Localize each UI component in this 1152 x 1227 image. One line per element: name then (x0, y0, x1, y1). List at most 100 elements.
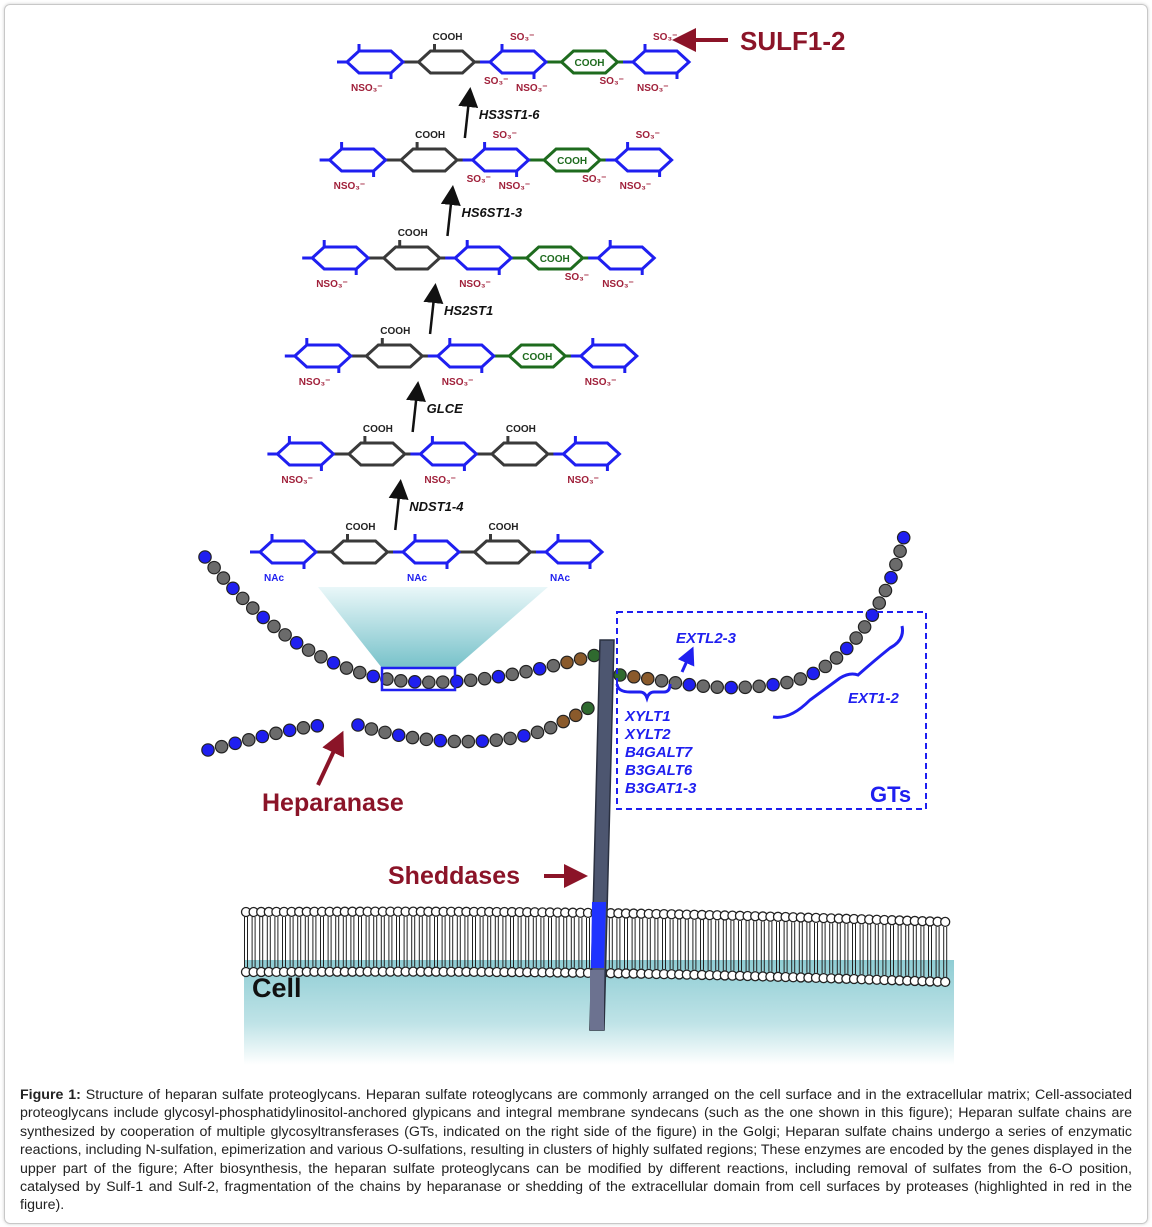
gts-label: GTs (870, 782, 911, 807)
iduronic-carboxyl-label: COOH (557, 156, 587, 167)
sugar-bead (366, 669, 381, 684)
n-substituent-label: NSO₃⁻ (602, 279, 634, 290)
gene-b4galt7: B4GALT7 (625, 744, 693, 761)
sugar-bead (391, 728, 406, 743)
sugar-ring-blue: SO₃⁻NSO₃⁻ (623, 32, 692, 94)
n-substituent-label: NSO₃⁻ (516, 83, 548, 94)
sugar-bead (806, 666, 821, 681)
cell-label: Cell (252, 973, 302, 1003)
heparanase-arrow (316, 730, 345, 786)
sugar-ring-blue: NSO₃⁻ (570, 338, 640, 388)
sugar-bead (587, 648, 601, 663)
lipid-head (940, 976, 951, 988)
extl-arrow (677, 646, 695, 673)
sulfate-label: SO₃⁻ (600, 76, 624, 87)
carboxyl-label: COOH (363, 424, 393, 435)
sugar-bead (314, 649, 328, 664)
sugar-bead (380, 672, 394, 686)
sugar-bead (267, 619, 281, 634)
sugar-ring-black: COOH (398, 130, 460, 173)
sugar-bead (517, 729, 531, 743)
sugar-bead (433, 733, 448, 748)
sugar-bead (893, 544, 907, 558)
sugar-bead (738, 680, 752, 695)
sugar-bead (780, 675, 794, 690)
sugar-bead (419, 732, 434, 747)
sugar-bead (865, 608, 880, 623)
sugar-ring-green: SO₃⁻COOH (524, 245, 589, 283)
sugar-ring-blue: SO₃⁻NSO₃⁻SO₃⁻ (462, 130, 531, 192)
sulfate-label: SO₃⁻ (510, 32, 534, 43)
sugar-bead (546, 658, 561, 673)
sugar-ring-black: COOH (472, 522, 533, 565)
sugar-bead (668, 676, 683, 690)
ext-label: EXT1-2 (848, 690, 900, 707)
enzyme-label: HS2ST1 (444, 303, 493, 318)
sugar-bead (228, 736, 242, 751)
sugar-bead (364, 722, 379, 736)
carboxyl-label: COOH (506, 424, 536, 435)
sugar-bead (435, 675, 450, 689)
heparanase-label: Heparanase (262, 789, 404, 817)
n-substituent-label: NSO₃⁻ (334, 181, 366, 192)
sugar-bead (543, 720, 558, 735)
sulf-label: SULF1-2 (740, 26, 845, 56)
figure-caption: Figure 1: Structure of heparan sulfate p… (20, 1086, 1132, 1215)
sugar-ring-blue: NSO₃⁻ (267, 436, 336, 486)
n-substituent-label: NAc (264, 573, 284, 584)
sugar-bead (378, 725, 392, 740)
n-substituent-label: NSO₃⁻ (499, 181, 531, 192)
sugar-ring-black: COOH (489, 424, 551, 467)
gene-b3gat1-3: B3GAT1-3 (625, 780, 697, 797)
n-substituent-label: NSO₃⁻ (620, 181, 652, 192)
sugar-ring-green: SO₃⁻COOH (541, 147, 606, 185)
sugar-bead (505, 667, 520, 682)
n-substituent-label: NSO₃⁻ (442, 377, 474, 388)
core-protein (589, 639, 615, 1031)
sugar-bead (556, 714, 571, 729)
sugar-bead (491, 669, 506, 684)
sugar-bead (878, 583, 893, 598)
reaction-arrow (406, 381, 426, 433)
enzyme-label: NDST1-4 (409, 499, 464, 514)
sugar-bead (489, 733, 504, 747)
sugar-ring-blue: NSO₃⁻ (319, 142, 388, 192)
sugar-ring-blue: NSO₃⁻ (588, 240, 657, 290)
sugar-bead (793, 672, 808, 686)
carboxyl-label: COOH (415, 130, 445, 141)
sugar-ring-blue: NSO₃⁻ (410, 436, 479, 486)
lipid-head (940, 916, 951, 928)
sugar-ring-blue: SO₃⁻NSO₃⁻SO₃⁻ (480, 32, 549, 94)
sugar-bead (884, 570, 898, 585)
sugar-bead (627, 669, 641, 684)
linker-brace (615, 683, 672, 703)
iduronic-carboxyl-label: COOH (540, 254, 570, 265)
carboxyl-label: COOH (346, 522, 376, 533)
sugar-bead (640, 671, 655, 686)
figure-frame (4, 4, 1148, 1224)
sugar-bead (407, 675, 422, 689)
sugar-bead (568, 708, 583, 723)
sugar-bead (654, 674, 669, 688)
reaction-arrow (423, 283, 444, 335)
sugar-bead (839, 641, 854, 656)
n-substituent-label: NSO₃⁻ (567, 475, 599, 486)
sugar-bead (245, 601, 260, 615)
sugar-bead (857, 620, 872, 634)
sugar-bead (447, 734, 462, 749)
sugar-bead (696, 679, 711, 693)
sugar-bead (849, 631, 863, 645)
sugar-bead (463, 673, 478, 688)
reaction-arrow (440, 185, 461, 237)
sugar-bead (613, 668, 627, 682)
sheddases-label: Sheddases (388, 862, 520, 890)
enzyme-label: HS3ST1-6 (479, 107, 540, 122)
sugar-bead (339, 661, 354, 675)
sugar-bead (310, 718, 325, 733)
sugar-ring-blue: NSO₃⁻ (553, 436, 622, 486)
